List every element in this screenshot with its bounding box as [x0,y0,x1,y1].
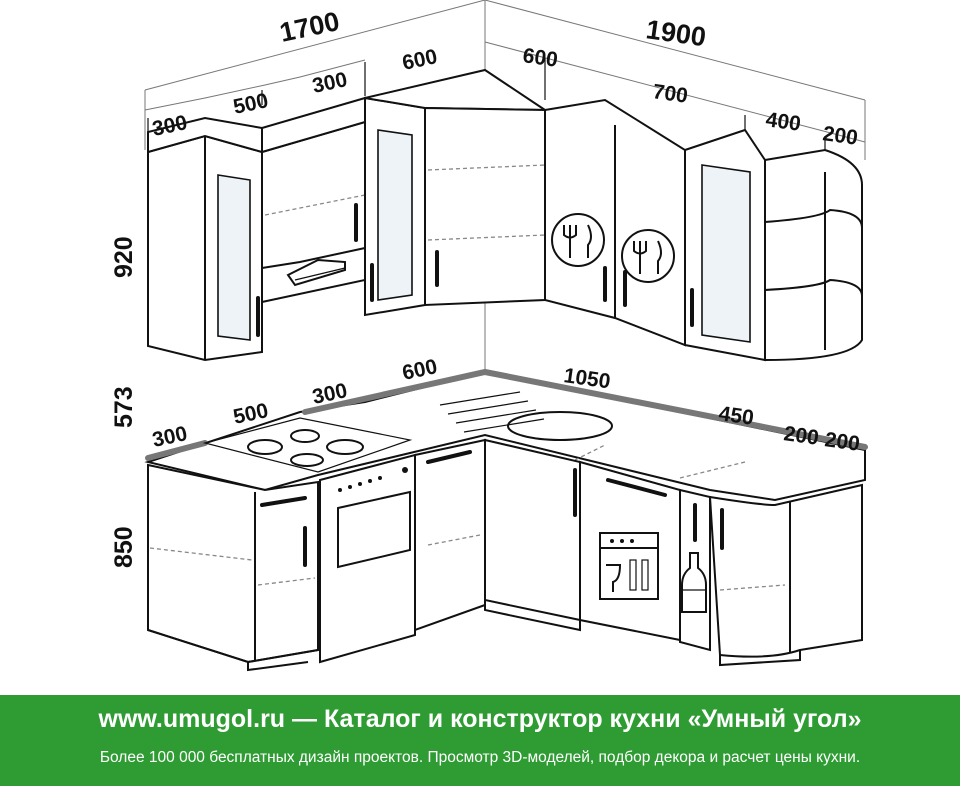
dim-total-right: 1900 [644,14,708,52]
dim-upper-500: 500 [231,89,270,119]
dim-lower-450: 450 [717,402,755,430]
dimension-labels: 1700 1900 300 500 300 600 600 700 400 20… [110,6,861,568]
footer-separator: — [285,705,324,733]
dishwasher-icon [599,532,659,600]
site-link[interactable]: www.umugol.ru [98,705,286,733]
dim-upper-600b: 600 [521,44,559,72]
dim-height-gap: 573 [110,386,138,428]
glass-door [217,174,251,341]
kitchen-drawing: 1700 1900 300 500 300 600 600 700 400 20… [110,0,868,672]
room-outline [144,0,866,370]
footer-banner: www.umugol.ru — Каталог и конструктор ку… [0,695,960,786]
upper-cabinets [147,68,863,362]
dim-lower-200b: 200 [823,428,861,456]
oven [319,453,416,664]
lower-cabinets [147,438,863,672]
dim-upper-700: 700 [651,80,689,108]
open-shelves [764,148,863,362]
countertop [144,368,868,502]
glass-door [701,164,751,343]
dishes-emblem-icon [621,229,675,283]
range-hood-icon [286,258,346,287]
dim-upper-600a: 600 [400,45,439,75]
dishes-emblem-icon [551,213,605,267]
dim-total-left: 1700 [277,6,342,48]
footer-headline: www.umugol.ru — Каталог и конструктор ку… [0,705,960,734]
dim-upper-200: 200 [821,122,859,150]
dim-height-lower: 850 [110,526,138,568]
sink [439,391,613,441]
footer-description: Более 100 000 бесплатных дизайн проектов… [99,749,861,766]
dim-lower-200a: 200 [782,422,820,450]
footer-tagline: Каталог и конструктор кухни «Умный угол» [323,705,862,733]
dim-upper-400: 400 [764,108,802,136]
cooktop [202,417,413,473]
bottle-icon [681,552,707,613]
glass-door [377,129,413,301]
dim-height-upper: 920 [110,236,138,278]
